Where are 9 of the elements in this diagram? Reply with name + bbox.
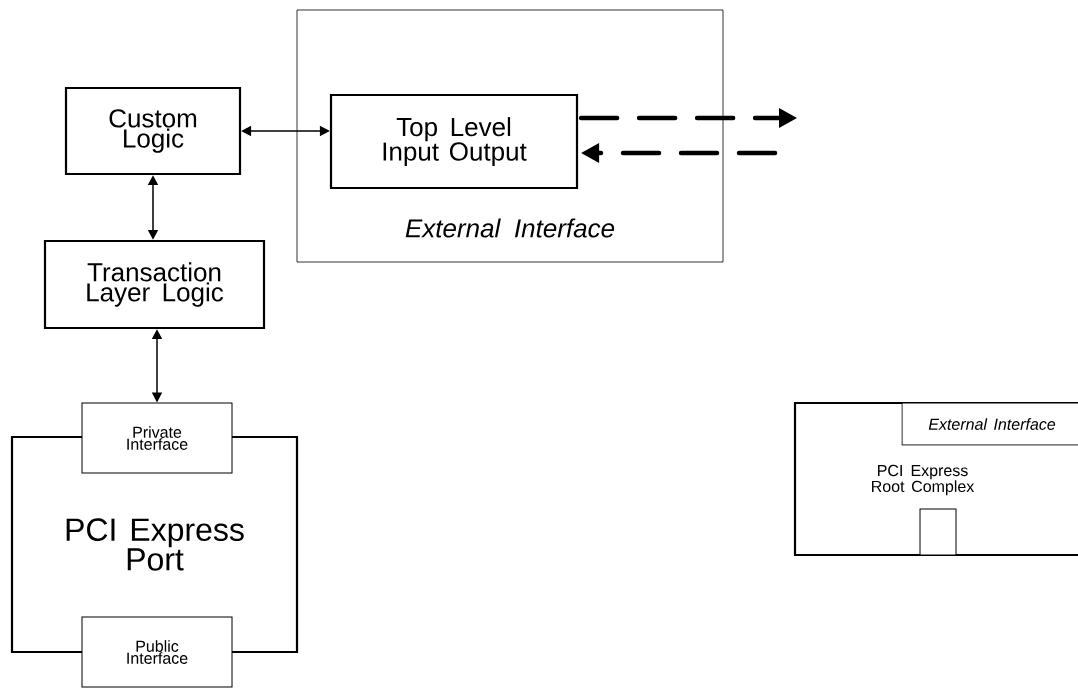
interface-box: Private Interface — [81, 402, 233, 474]
small-box — [919, 508, 957, 556]
interface-box: Public Interface — [81, 616, 233, 688]
process-box: Transaction Layer Logic — [43, 239, 266, 330]
process-box: Custom Logic — [64, 86, 242, 176]
process-box: Top Level Input Output — [329, 93, 579, 190]
interface-box: External Interface — [901, 402, 1078, 446]
arrow — [581, 143, 778, 163]
arrow — [578, 108, 797, 128]
